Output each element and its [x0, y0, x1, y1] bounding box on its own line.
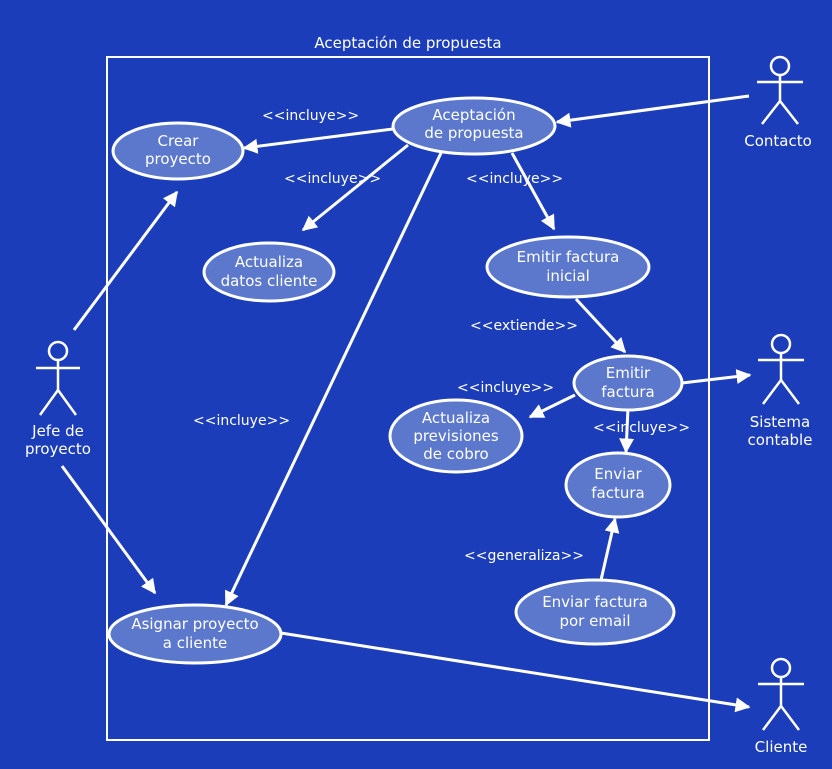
- use-case-label: por email: [559, 612, 630, 630]
- use-case-label: Crear: [158, 132, 200, 150]
- stick-figure-icon: [36, 340, 80, 416]
- arrow-email-to-enviar: [599, 517, 620, 581]
- use-case-label: Emitir: [606, 364, 651, 382]
- use-case-label: Enviar factura: [542, 593, 648, 611]
- actor-label: Contacto: [744, 132, 812, 150]
- use-case-asignar-proyecto[interactable]: Asignar proyecto a cliente: [107, 603, 283, 665]
- use-case-actualiza-datos[interactable]: Actualiza datos cliente: [202, 241, 336, 303]
- use-case-emitir-factura[interactable]: Emitir factura: [572, 354, 684, 412]
- arrow-aceptacion-to-asignar: [224, 152, 443, 607]
- actor-label: Jefe de: [31, 422, 84, 440]
- use-case-label: Asignar proyecto: [131, 615, 258, 633]
- arrow-aceptacion-to-crear: [242, 127, 394, 154]
- use-case-label: Emitir factura: [517, 248, 620, 266]
- label-incluye-asignar: <<incluye>>: [193, 413, 290, 429]
- use-case-label: factura: [591, 484, 644, 502]
- system-title: Aceptación de propuesta: [314, 34, 501, 52]
- label-incluye-inicial: <<incluye>>: [466, 171, 563, 187]
- use-case-actualiza-previsiones[interactable]: Actualiza previsiones de cobro: [388, 398, 524, 474]
- label-generaliza: <<generaliza>>: [464, 548, 584, 564]
- line-contacto-to-aceptacion: [555, 94, 750, 128]
- line-asignar-to-cliente: [280, 631, 751, 713]
- use-case-aceptacion[interactable]: Aceptación de propuesta: [391, 96, 557, 156]
- use-case-label: previsiones: [413, 427, 499, 445]
- use-case-enviar-email[interactable]: Enviar factura por email: [514, 578, 676, 646]
- label-incluye-prev: <<incluye>>: [457, 380, 554, 396]
- actor-label: Sistema: [750, 413, 810, 431]
- actor-label: Cliente: [755, 738, 808, 756]
- system-boundary: [106, 56, 710, 741]
- label-extiende: <<extiende>>: [470, 318, 578, 334]
- use-case-label: Actualiza: [422, 409, 490, 427]
- use-case-label: Aceptación: [432, 106, 515, 124]
- stick-figure-icon: [758, 333, 804, 405]
- actor-contacto[interactable]: Contacto: [744, 55, 812, 150]
- use-case-emitir-inicial[interactable]: Emitir factura inicial: [485, 235, 651, 299]
- use-case-label: Enviar: [594, 465, 642, 483]
- use-case-label: datos cliente: [221, 272, 318, 290]
- actor-label: proyecto: [25, 440, 91, 458]
- use-case-label: proyecto: [145, 150, 211, 168]
- arrow-emitir-to-actualiza-prev: [528, 393, 576, 419]
- arrow-emitir-to-enviar: [619, 407, 635, 454]
- use-case-label: a cliente: [163, 634, 227, 652]
- use-case-label: Actualiza: [235, 253, 303, 271]
- actor-label: contable: [748, 431, 813, 449]
- label-incluye-crear: <<incluye>>: [262, 108, 359, 124]
- use-case-label: inicial: [546, 267, 590, 285]
- actor-cliente[interactable]: Cliente: [755, 657, 808, 756]
- actor-jefe-de-proyecto[interactable]: Jefe de proyecto: [25, 340, 91, 458]
- arrow-aceptacion-to-emitir-inicial: [510, 152, 556, 231]
- use-case-crear-proyecto[interactable]: Crear proyecto: [111, 121, 245, 181]
- use-case-enviar-factura[interactable]: Enviar factura: [564, 451, 672, 519]
- label-incluye-enviar: <<incluye>>: [593, 420, 690, 436]
- line-jefe-to-asignar: [60, 465, 157, 595]
- use-case-label: de propuesta: [424, 124, 523, 142]
- stick-figure-icon: [758, 657, 804, 731]
- use-case-label: factura: [601, 383, 654, 401]
- line-emitir-to-sistema: [681, 369, 752, 385]
- line-jefe-to-crear: [72, 190, 179, 331]
- use-case-label: de cobro: [423, 445, 488, 463]
- actor-sistema-contable[interactable]: Sistema contable: [748, 333, 813, 449]
- arrow-emitir-inicial-to-emitir: [574, 297, 627, 354]
- label-incluye-datos: <<incluye>>: [284, 171, 381, 187]
- arrow-aceptacion-to-actualiza-datos: [301, 143, 409, 232]
- stick-figure-icon: [757, 55, 803, 125]
